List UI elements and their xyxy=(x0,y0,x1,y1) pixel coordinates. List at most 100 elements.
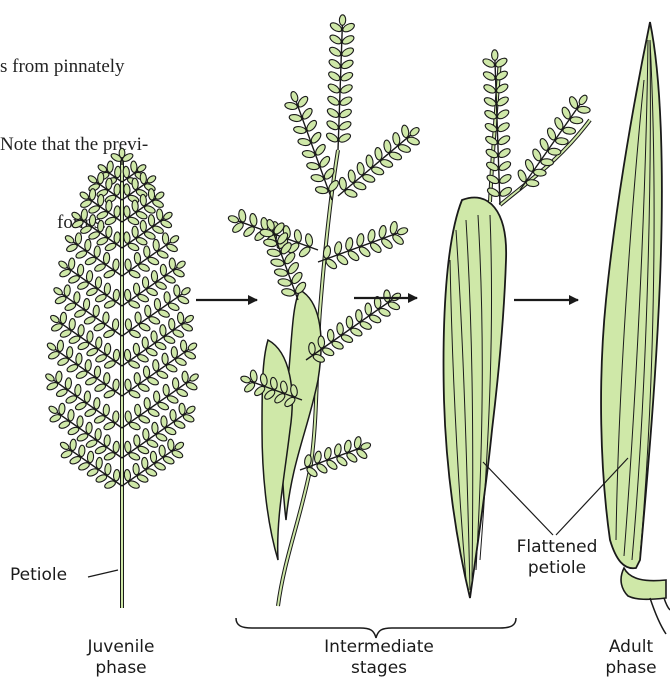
leaflet xyxy=(368,313,382,324)
leaflet xyxy=(163,384,170,396)
leaflet xyxy=(326,95,340,107)
leaflet xyxy=(152,199,165,209)
leaflet xyxy=(103,421,116,431)
leaflet xyxy=(174,441,185,451)
leaflet xyxy=(158,308,171,318)
leaflet xyxy=(171,449,184,459)
leaflet xyxy=(568,95,579,109)
leaflet xyxy=(67,409,74,421)
leaflet xyxy=(277,278,291,287)
leaflet xyxy=(136,163,147,173)
leaflet xyxy=(155,280,168,290)
adult-phase-label: Adult phase xyxy=(596,637,666,679)
leaflet xyxy=(321,346,335,357)
leaflet xyxy=(77,341,90,351)
leaflet xyxy=(128,421,141,431)
leaflet xyxy=(167,439,174,451)
leaflet xyxy=(67,426,80,436)
leaflet xyxy=(154,461,167,471)
leaflet xyxy=(577,106,590,114)
leaflet xyxy=(335,455,348,468)
leaflet xyxy=(152,225,165,235)
leaflet xyxy=(163,335,176,345)
leaflet xyxy=(123,184,130,196)
leaflet xyxy=(314,451,322,464)
leaflet xyxy=(79,191,90,201)
leaflet xyxy=(69,455,82,465)
leaflet xyxy=(58,419,71,429)
leaflet xyxy=(49,413,62,423)
leaflet xyxy=(57,260,68,270)
leaflet xyxy=(68,274,81,284)
leaflet xyxy=(54,295,67,305)
leaflet xyxy=(65,243,78,253)
leaflet xyxy=(57,357,70,367)
leaflet xyxy=(88,230,101,240)
leaflet xyxy=(173,419,186,429)
leaflet xyxy=(374,147,383,161)
leaflet xyxy=(160,219,173,229)
leaflet xyxy=(484,135,498,147)
leaflet xyxy=(155,432,168,442)
juvenile-line-1: Juvenile xyxy=(66,637,176,658)
leaflet xyxy=(133,343,140,355)
leaflet xyxy=(181,322,194,332)
leaflet xyxy=(140,172,147,184)
leaflet xyxy=(154,191,165,201)
leaflet xyxy=(95,337,102,349)
leaflet xyxy=(125,319,132,331)
leaflet xyxy=(71,219,84,229)
leaflet xyxy=(555,137,568,145)
leaflet xyxy=(339,15,346,26)
leaflet xyxy=(103,359,116,369)
leaflet xyxy=(103,269,116,279)
leaflet xyxy=(59,328,72,338)
leaflet xyxy=(84,391,91,403)
leaflet xyxy=(130,161,137,173)
leaflet xyxy=(94,445,107,455)
leaflet xyxy=(397,143,411,154)
leaflet xyxy=(284,102,298,111)
leaflet xyxy=(75,233,82,245)
leaflet xyxy=(339,95,353,107)
leaflet xyxy=(305,233,314,247)
leaflet xyxy=(165,363,178,373)
juvenile-line-2: phase xyxy=(66,658,176,679)
leaflet xyxy=(367,229,376,243)
leaflet xyxy=(338,108,352,120)
leaflet xyxy=(93,397,100,409)
leaflet xyxy=(184,314,195,324)
leaflet xyxy=(114,206,121,218)
juvenile-leaf xyxy=(44,148,199,608)
leaflet xyxy=(123,206,130,218)
leaflet xyxy=(350,327,364,338)
leaflet xyxy=(388,151,402,162)
leaflet xyxy=(486,173,500,185)
leaflet xyxy=(315,462,328,475)
leaflet xyxy=(341,34,355,46)
leaflet xyxy=(85,287,98,297)
leaflet xyxy=(151,422,158,434)
leaflet xyxy=(371,166,385,177)
leaflet xyxy=(154,298,161,310)
leaflet xyxy=(65,378,72,390)
leaflet xyxy=(141,457,148,469)
leaflet xyxy=(355,309,362,322)
leaflet xyxy=(86,467,99,477)
leaflet xyxy=(336,323,343,336)
leaflet xyxy=(143,246,150,258)
leaflet xyxy=(104,463,111,475)
leaflet xyxy=(49,314,60,324)
leaflet xyxy=(172,328,185,338)
leaflet xyxy=(162,211,173,221)
flattened-petiole-line-2: petiole xyxy=(502,558,612,579)
leaflet xyxy=(55,388,68,398)
leaflet xyxy=(162,353,169,365)
leaflet xyxy=(293,126,307,135)
leaflet xyxy=(103,404,110,416)
leaflet xyxy=(147,256,160,266)
leaflet xyxy=(180,340,187,352)
leaflet xyxy=(94,293,107,303)
leaflet xyxy=(86,347,99,357)
leaflet xyxy=(491,50,498,61)
